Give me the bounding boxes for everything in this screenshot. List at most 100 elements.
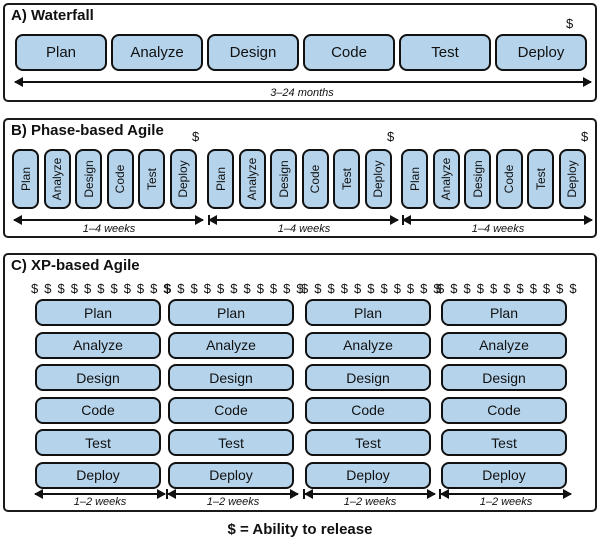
- xp-agile-iteration4-release-markers: $ $ $ $ $ $ $ $ $ $ $: [437, 281, 578, 296]
- phase-agile-sprint3-plan: Plan: [401, 149, 428, 209]
- phase-agile-sprint2-plan: Plan: [207, 149, 234, 209]
- waterfall-phase-test: Test: [399, 34, 491, 71]
- phase-label: Plan: [213, 166, 228, 192]
- phase-agile-sprint1-test: Test: [138, 149, 165, 209]
- phase-label: Analyze: [245, 157, 259, 201]
- xp-agile-iteration1-deploy: Deploy: [35, 461, 161, 489]
- phase-agile-sprint2-duration-label: 1–4 weeks: [277, 223, 331, 235]
- xp-agile-iteration4-plan: Plan: [441, 299, 567, 326]
- xp-agile-iteration2-release-markers: $ $ $ $ $ $ $ $ $ $ $: [164, 281, 305, 296]
- phase-agile-sprint3-analyze: Analyze: [432, 149, 460, 209]
- xp-agile-iteration4-design: Design: [441, 364, 567, 391]
- xp-agile-iteration2-deploy: Deploy: [168, 461, 294, 489]
- xp-agile-iteration-divider-2: [303, 489, 305, 499]
- phase-label: Design: [470, 160, 485, 198]
- xp-agile-iteration1-analyze: Analyze: [35, 331, 161, 359]
- phase-label: Test: [144, 167, 159, 191]
- waterfall-title: A) Waterfall: [11, 7, 94, 24]
- xp-agile-iteration-divider-3: [439, 489, 441, 499]
- phase-label: Plan: [18, 166, 33, 192]
- phase-agile-sprint1-plan: Plan: [12, 149, 39, 209]
- phase-agile-sprint3-test: Test: [527, 149, 554, 209]
- phase-agile-sprint2-test: Test: [333, 149, 360, 209]
- phase-label: Code: [502, 164, 516, 194]
- xp-agile-iteration2-analyze: Analyze: [168, 331, 294, 359]
- xp-agile-iteration1-duration-arrow: [34, 489, 166, 499]
- phase-label: Code: [113, 164, 127, 194]
- xp-agile-iteration3-code: Code: [305, 396, 431, 424]
- phase-label: Design: [276, 160, 291, 198]
- phase-agile-sprint2-design: Design: [270, 149, 297, 209]
- xp-agile-iteration3-release-markers: $ $ $ $ $ $ $ $ $ $ $: [301, 281, 442, 296]
- legend: $ = Ability to release: [227, 521, 373, 538]
- xp-agile-iteration1-release-markers: $ $ $ $ $ $ $ $ $ $ $: [31, 281, 172, 296]
- xp-agile-iteration4-duration-label: 1–2 weeks: [479, 496, 533, 508]
- xp-agile-iteration2-test: Test: [168, 429, 294, 456]
- xp-agile-iteration3-test: Test: [305, 429, 431, 456]
- waterfall-phase-analyze: Analyze: [111, 34, 203, 71]
- xp-agile-iteration3-plan: Plan: [305, 299, 431, 326]
- phase-label: Analyze: [50, 157, 64, 201]
- waterfall-duration-arrow: [14, 77, 592, 87]
- waterfall-phase-design: Design: [207, 34, 299, 71]
- xp-agile-iteration4-deploy: Deploy: [441, 461, 567, 489]
- phase-label: Deploy: [371, 160, 385, 198]
- phase-agile-sprint1-release-marker: $: [192, 129, 200, 144]
- phase-label: Analyze: [439, 157, 453, 201]
- phase-agile-sprint1-duration-arrow: [13, 215, 204, 225]
- phase-label: Design: [81, 160, 96, 198]
- phase-agile-sprint3-duration-label: 1–4 weeks: [471, 223, 525, 235]
- waterfall-release-marker: $: [566, 16, 574, 31]
- phase-agile-sprint2-analyze: Analyze: [238, 149, 266, 209]
- xp-agile-iteration3-analyze: Analyze: [305, 331, 431, 359]
- xp-agile-iteration3-deploy: Deploy: [305, 461, 431, 489]
- phase-agile-sprint3-duration-arrow: [402, 215, 593, 225]
- xp-agile-iteration4-code: Code: [441, 396, 567, 424]
- phase-agile-sprint3-code: Code: [495, 149, 523, 209]
- waterfall-phase-code: Code: [303, 34, 395, 71]
- phase-label: Test: [533, 167, 548, 191]
- waterfall-phase-deploy: Deploy: [495, 34, 587, 71]
- xp-agile-panel: C) XP-based Agile $ $ $ $ $ $ $ $ $ $ $P…: [3, 253, 597, 512]
- phase-agile-sprint3-deploy: Deploy: [558, 149, 586, 209]
- xp-agile-iteration4-duration-arrow: [440, 489, 572, 499]
- phase-agile-sprint1-analyze: Analyze: [43, 149, 71, 209]
- phase-agile-sprint1-code: Code: [106, 149, 134, 209]
- phase-agile-panel: B) Phase-based Agile Plan Analyze Design Co…: [3, 118, 597, 238]
- xp-agile-iteration2-code: Code: [168, 396, 294, 424]
- xp-agile-iteration1-code: Code: [35, 396, 161, 424]
- phase-label: Code: [308, 164, 322, 194]
- phase-label: Plan: [407, 166, 422, 192]
- waterfall-duration-label: 3–24 months: [270, 87, 334, 99]
- xp-agile-iteration4-analyze: Analyze: [441, 331, 567, 359]
- xp-agile-title: C) XP-based Agile: [11, 257, 140, 274]
- phase-agile-sprint3-design: Design: [464, 149, 491, 209]
- xp-agile-iteration2-duration-arrow: [167, 489, 299, 499]
- phase-agile-title: B) Phase-based Agile: [11, 122, 164, 139]
- xp-agile-iteration4-test: Test: [441, 429, 567, 456]
- phase-agile-sprint1-design: Design: [75, 149, 102, 209]
- phase-agile-sprint2-deploy: Deploy: [364, 149, 392, 209]
- phase-agile-sprint1-deploy: Deploy: [169, 149, 197, 209]
- xp-agile-iteration1-design: Design: [35, 364, 161, 391]
- xp-agile-iteration2-design: Design: [168, 364, 294, 391]
- xp-agile-iteration3-duration-arrow: [304, 489, 436, 499]
- phase-label: Deploy: [176, 160, 190, 198]
- xp-agile-iteration1-duration-label: 1–2 weeks: [73, 496, 127, 508]
- xp-agile-iteration-divider-1: [166, 489, 168, 499]
- waterfall-phase-plan: Plan: [15, 34, 107, 71]
- xp-agile-iteration1-test: Test: [35, 429, 161, 456]
- phase-agile-sprint2-code: Code: [301, 149, 329, 209]
- xp-agile-iteration2-duration-label: 1–2 weeks: [206, 496, 260, 508]
- phase-agile-sprint-divider-2: [402, 215, 404, 225]
- xp-agile-iteration2-plan: Plan: [168, 299, 294, 326]
- xp-agile-iteration3-duration-label: 1–2 weeks: [343, 496, 397, 508]
- phase-agile-sprint3-release-marker: $: [581, 129, 589, 144]
- phase-label: Test: [339, 167, 354, 191]
- xp-agile-iteration3-design: Design: [305, 364, 431, 391]
- phase-agile-sprint2-release-marker: $: [387, 129, 395, 144]
- phase-label: Deploy: [565, 160, 579, 198]
- phase-agile-sprint1-duration-label: 1–4 weeks: [82, 223, 136, 235]
- xp-agile-iteration1-plan: Plan: [35, 299, 161, 326]
